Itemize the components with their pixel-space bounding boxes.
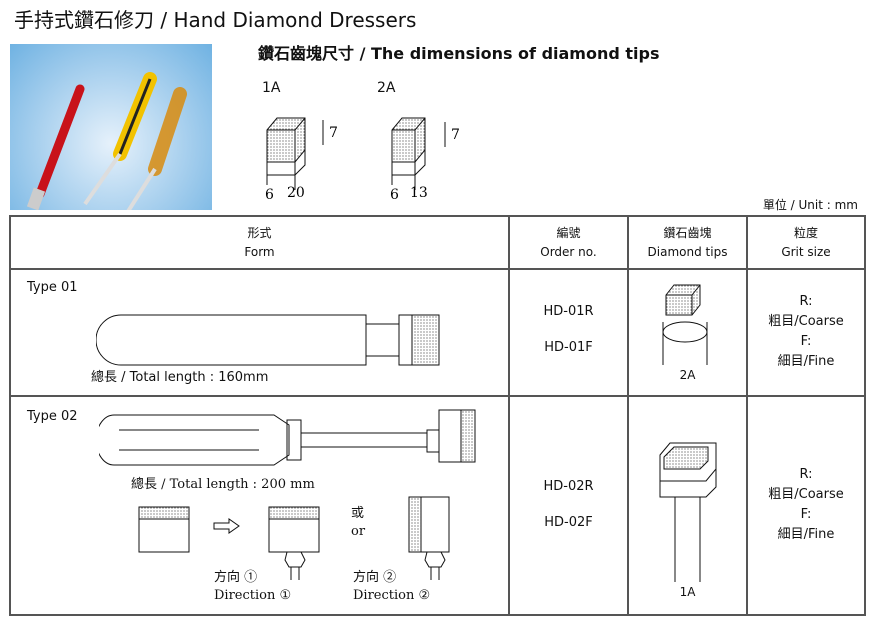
type-label: Type 01	[27, 280, 78, 295]
tip-2a-width: 13	[410, 185, 428, 201]
tip-2a-mount-drawing	[662, 284, 708, 365]
type02-drawing	[99, 409, 476, 580]
order-no: HD-01R	[543, 304, 594, 319]
tip-1a-width: 20	[287, 185, 305, 201]
tip-1a-height: 7	[329, 125, 338, 141]
tip-1a-depth: 6	[265, 187, 274, 203]
order-no: HD-01F	[544, 340, 593, 355]
table-row: Type 01 總長 / Total length : 160mm HD-01R…	[9, 268, 866, 397]
dresser-photo-illustration	[26, 72, 187, 226]
tip-cell: 2A	[627, 268, 748, 397]
total-length: 總長 / Total length : 200 mm	[131, 477, 315, 492]
tip-label-1a: 1A	[262, 80, 281, 96]
type-label: Type 02	[27, 409, 78, 424]
page-title: 手持式鑽石修刀 / Hand Diamond Dressers	[14, 8, 417, 32]
tip-2a-depth: 6	[390, 187, 399, 203]
form-cell-type01: Type 01 總長 / Total length : 160mm	[9, 268, 510, 397]
total-length: 總長 / Total length : 160mm	[91, 370, 269, 385]
tip-cell: 1A	[627, 395, 748, 616]
order-cell: HD-01R HD-01F	[508, 268, 629, 397]
product-photo	[10, 44, 212, 226]
type01-drawing	[96, 314, 440, 366]
unit-label: 單位 / Unit : mm	[762, 198, 858, 212]
order-no: HD-02R	[543, 479, 594, 494]
tip-type: 2A	[679, 368, 696, 382]
order-cell: HD-02R HD-02F	[508, 395, 629, 616]
tip-dimensions-heading: 鑽石齒塊尺寸 / The dimensions of diamond tips	[258, 44, 660, 63]
tip-2a-height: 7	[451, 127, 460, 143]
tip-label-2a: 2A	[377, 80, 396, 96]
tip-1a-mount-drawing	[659, 442, 717, 582]
order-no: HD-02F	[544, 515, 593, 530]
tip-type: 1A	[679, 585, 696, 599]
tip-dimension-drawings: 6 20 7 6 13 7	[265, 117, 460, 203]
